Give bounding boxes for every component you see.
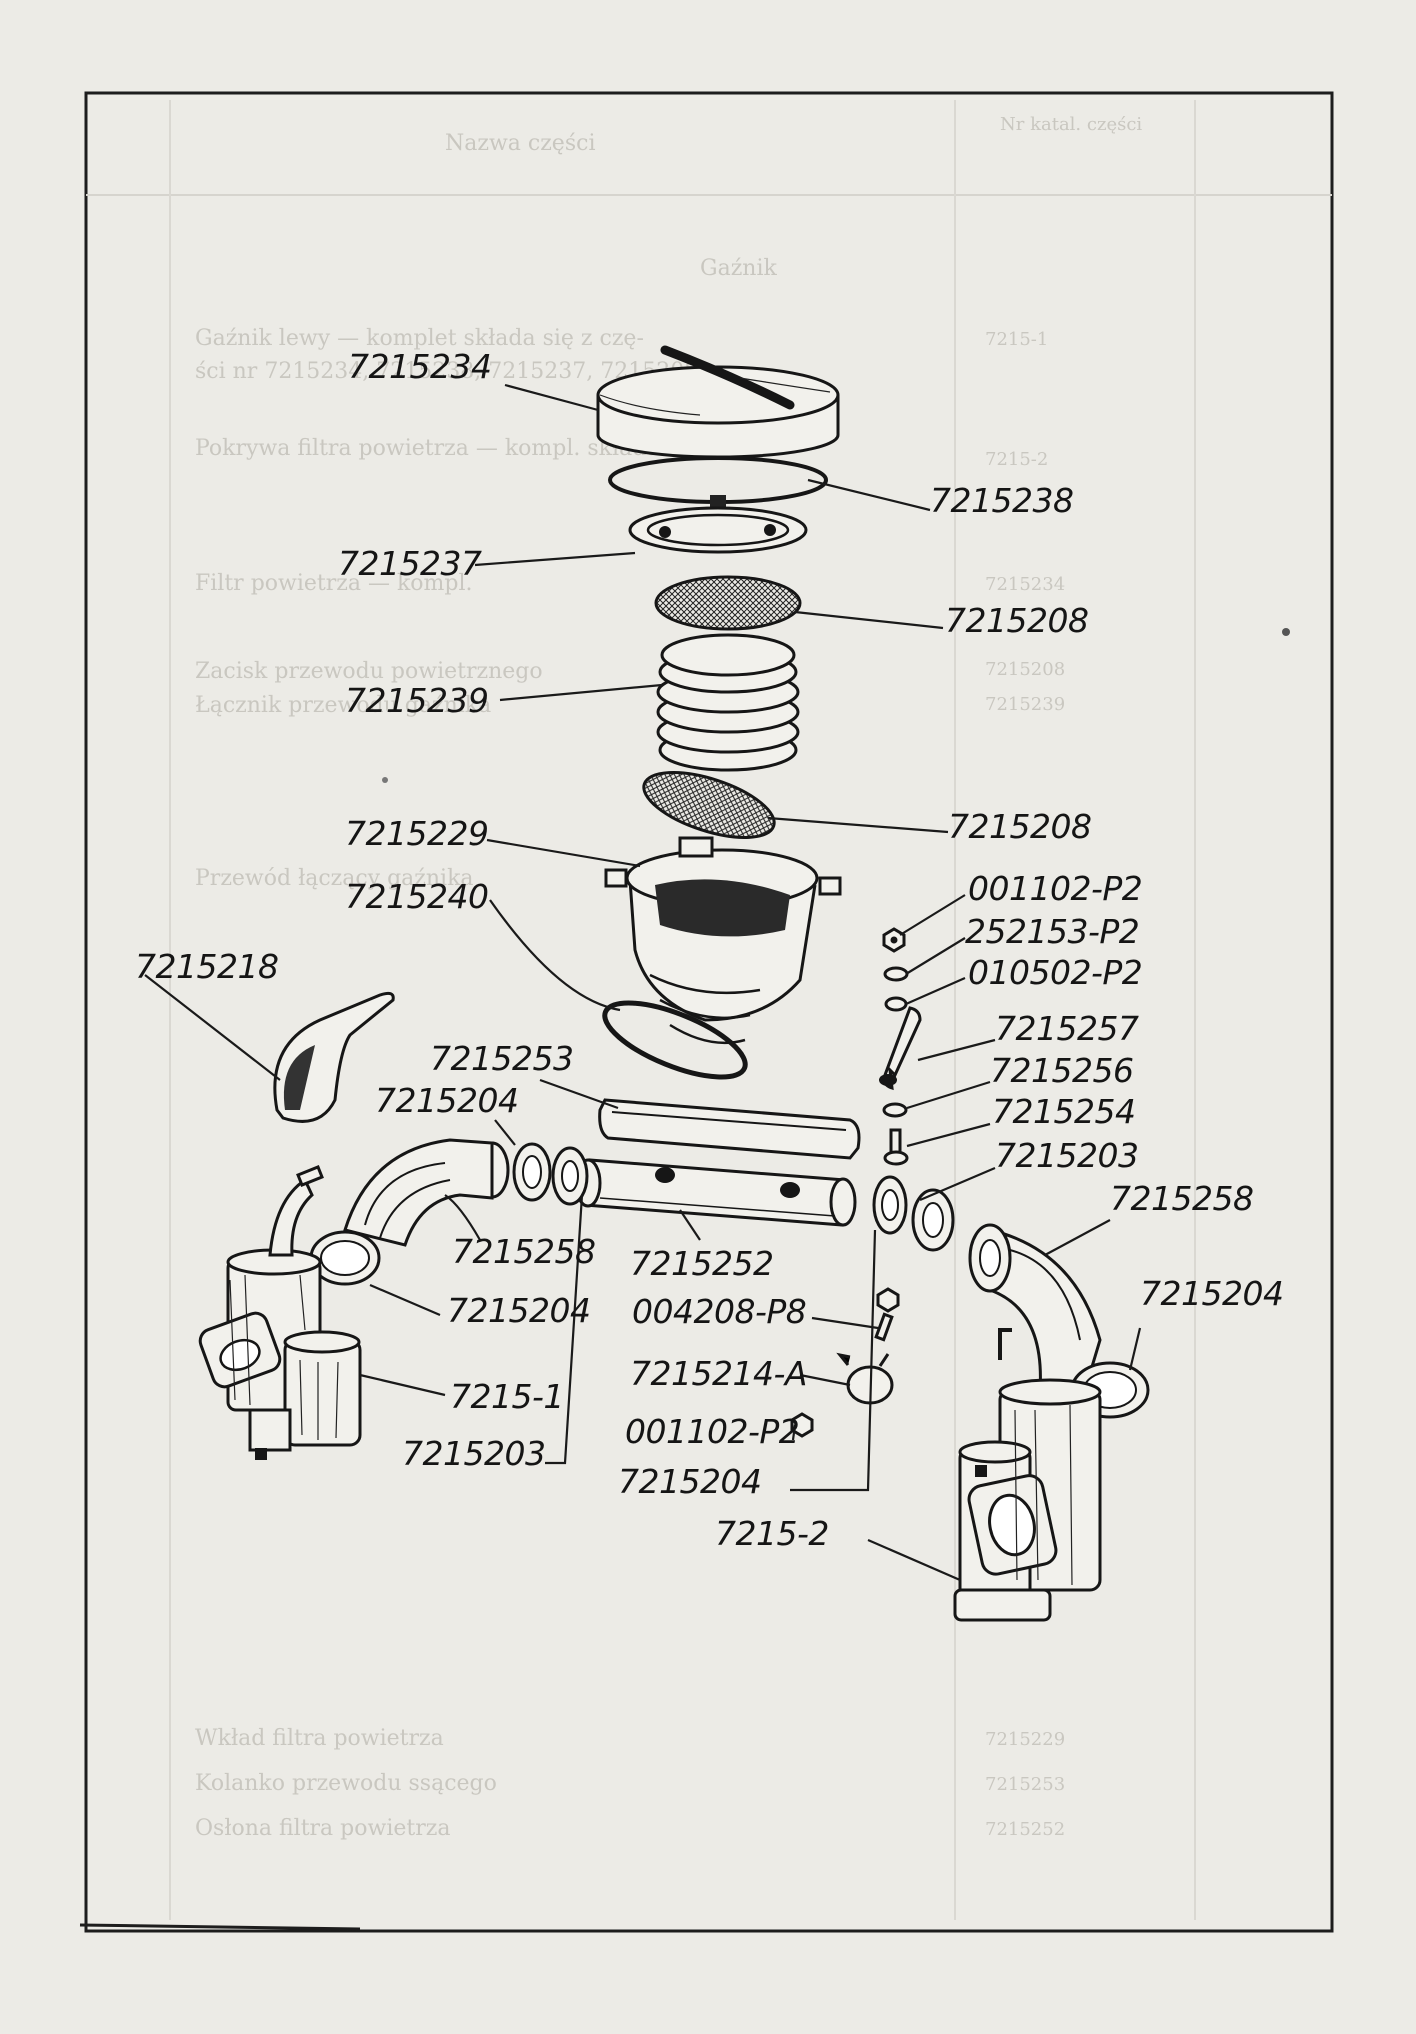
bleed-row-10: Osłona filtra powietrza [195, 1816, 450, 1841]
speck [382, 777, 388, 783]
page-frame [84, 91, 1334, 1933]
callout-001102-p2-top: 001102-P2 [968, 869, 1142, 908]
callout-7215218: 7215218 [135, 947, 278, 986]
callout-7215240: 7215240 [345, 877, 488, 916]
bleed-header-number: Nr katal. części [1000, 114, 1142, 135]
callout-7215204-right: 7215204 [1140, 1274, 1283, 1313]
left-carburetor [198, 1165, 362, 1460]
callout-7215253: 7215253 [430, 1039, 573, 1078]
left-elbow-pipe [343, 1138, 494, 1247]
callout-7215258-left: 7215258 [452, 1232, 595, 1271]
callout-010502-p2: 010502-P2 [968, 953, 1142, 992]
bleed-row-6: Łącznik przewodu gaźnika [195, 693, 491, 718]
callout-001102-p2-bottom: 001102-P2 [625, 1412, 799, 1451]
gasket-ring [628, 506, 808, 554]
callout-7215208-bottom: 7215208 [948, 807, 1091, 846]
spring-ring [608, 456, 828, 507]
callout-7215256: 7215256 [990, 1051, 1133, 1090]
callout-7215203-left: 7215203 [402, 1434, 545, 1473]
nut-and-washers [882, 927, 909, 1012]
callout-7215238: 7215238 [930, 481, 1073, 520]
connector-tube [574, 1158, 857, 1227]
filter-lid [596, 345, 840, 459]
right-elbow-pipe [968, 1223, 1102, 1392]
bolt [883, 1128, 909, 1166]
right-carburetor [953, 1328, 1102, 1622]
parts-drawing [198, 345, 1290, 1622]
callout-7215258-right: 7215258 [1110, 1179, 1253, 1218]
callout-7215204-bottom: 7215204 [618, 1462, 761, 1501]
filter-element-stack [656, 633, 800, 772]
callout-labels: 7215234 7215238 7215237 7215208 7215239 … [135, 347, 1284, 1553]
callout-7215239: 7215239 [345, 681, 488, 720]
callout-7215229: 7215229 [345, 814, 488, 853]
callout-252153-p2: 252153-P2 [965, 912, 1139, 951]
callout-7215204-upper-left: 7215204 [375, 1081, 518, 1120]
callout-004208-p8: 004208-P8 [632, 1292, 806, 1331]
callout-7215-1: 7215-1 [450, 1377, 564, 1416]
speck [1282, 628, 1290, 636]
bleed-number-7: 7215253 [985, 1774, 1065, 1795]
screw [874, 1287, 900, 1342]
mesh-filter-top [654, 575, 802, 631]
bleed-number-5: 7215239 [985, 694, 1065, 715]
bracket [882, 1006, 922, 1091]
callout-7215208-top: 7215208 [945, 601, 1088, 640]
bleed-number-1: 7215-1 [985, 329, 1048, 350]
callout-7215234: 7215234 [348, 347, 491, 386]
bleed-section-title: Gaźnik [700, 256, 777, 281]
bleed-row-1: Gaźnik lewy — komplet składa się z czę- [195, 326, 644, 351]
bleed-through-table: Nazwa części Nr katal. części Gaźnik Gaź… [86, 100, 1332, 1920]
bleed-header-name: Nazwa części [445, 131, 595, 156]
callout-7215254: 7215254 [992, 1092, 1135, 1131]
right-coupling-rings [872, 1175, 955, 1252]
callout-7215203-right: 7215203 [995, 1136, 1138, 1175]
bleed-number-3: 7215234 [985, 574, 1065, 595]
bleed-row-3: Pokrywa filtra powietrza — kompl. składa [195, 436, 659, 461]
bleed-number-8: 7215252 [985, 1819, 1065, 1840]
bleed-number-4: 7215208 [985, 659, 1065, 680]
mesh-filter-bottom [642, 771, 776, 839]
filter-body [604, 836, 842, 1045]
callout-7215214-a: 7215214-A [630, 1354, 807, 1393]
leader-lines [144, 383, 1142, 1582]
bleed-row-7: Przewód łączący gaźnika [195, 866, 474, 891]
callout-7215204-left: 7215204 [447, 1291, 590, 1330]
frame-bottom-smudge [79, 1923, 361, 1931]
callout-7215252: 7215252 [630, 1244, 773, 1283]
bleed-row-5: Zacisk przewodu powietrznego [195, 659, 543, 684]
bleed-number-2: 7215-2 [985, 449, 1048, 470]
washer [882, 1102, 908, 1118]
nut [790, 1412, 814, 1438]
bracket-bar [598, 1098, 861, 1160]
callout-7215-2: 7215-2 [715, 1514, 829, 1553]
hose-clamp-band [602, 1000, 748, 1080]
bleed-row-4: Filtr powietrza — kompl. [195, 571, 473, 596]
bleed-number-6: 7215229 [985, 1729, 1065, 1750]
bleed-row-9: Kolanko przewodu ssącego [195, 1771, 497, 1796]
callout-7215257: 7215257 [995, 1009, 1139, 1048]
callout-7215237: 7215237 [338, 544, 482, 583]
bleed-row-8: Wkład filtra powietrza [195, 1726, 444, 1751]
hose-clamp [836, 1352, 894, 1405]
